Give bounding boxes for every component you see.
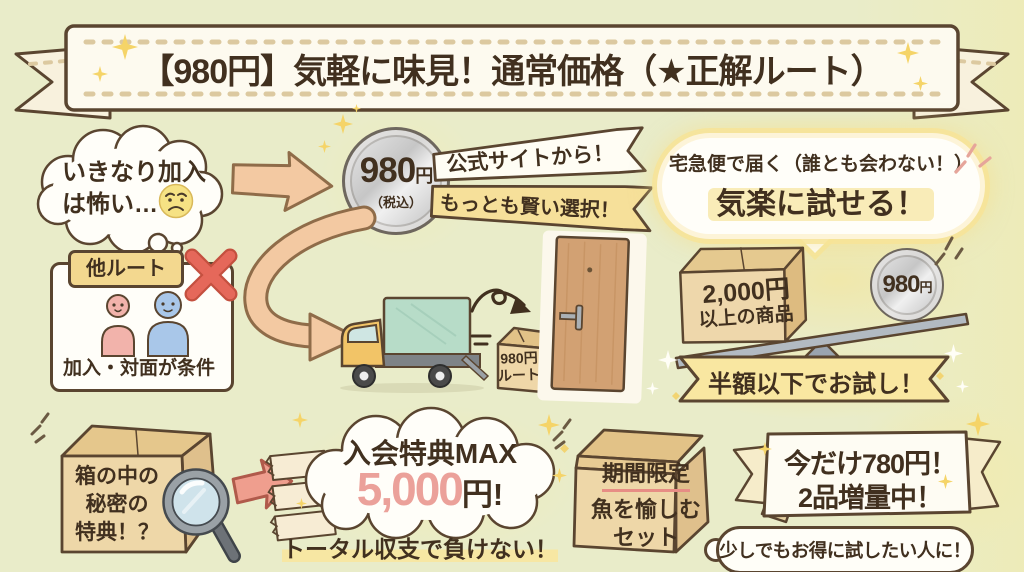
accent-dashes-icon [552,418,572,450]
bonus-title: 入会特典MAX [342,438,518,469]
promo-ribbon [732,430,1002,524]
bonus-note-text: トータル収支で負けない！ [282,536,558,562]
sparkle-diamond-icon [936,372,944,380]
secret-box-line1: 箱の中の [75,465,159,488]
note-bubble: 少しでもお得に試したい人に！ [716,526,974,572]
bonus-amount-unit: 円! [461,477,504,512]
delivery-bubble: 宅急便で届く（誰とも会わない！） 気楽に試せる！ [662,138,980,234]
half-price-text: 半額以下でお試し！ [708,371,924,398]
limited-box-line1: 期間限定 [588,456,704,492]
accent-dashes-icon [954,143,992,174]
bonus-note: トータル収支で負けない！ [282,530,558,564]
page-title: 【980円】気軽に味見！通常価格（★正解ルート） [140,53,884,91]
secret-box-icon [60,424,218,554]
other-route-tag-text: 他ルート [86,258,166,280]
delivery-line2: 気楽に試せる！ [708,179,934,223]
thought-line2: は怖い… [62,191,158,218]
delivery-line2-text: 気楽に試せる！ [708,188,934,221]
coin-amount: 980 [359,151,416,190]
sparkle-star-icon [296,498,307,509]
truck-icon [340,296,490,393]
half-price-ribbon [678,355,950,403]
other-route-condition: 加入・対面が条件 [62,358,215,379]
bonus-amount: 5,000 [356,463,464,515]
label-official-site: 公式サイトから！ [431,126,649,187]
secret-box-line2: 秘密の [85,493,149,516]
curl-arrow-icon [470,288,531,314]
limited-box-line3: セット [612,525,679,550]
limited-box-line2: 魚を愉しむ [590,497,701,522]
title-ribbon [14,24,1010,120]
parcel-label-line2: ルート [497,366,541,384]
person-icons [101,291,189,357]
worried-face-icon [158,183,194,219]
sparkle-star-icon [956,380,969,393]
sparkle-diamond-icon [560,444,569,453]
magnifier-icon [162,468,241,563]
coin-tax-note: （税込） [369,195,422,210]
motion-lines-icon [470,334,492,346]
balance-coin-unit: 円 [919,280,933,295]
sparkle-star-icon [352,104,361,113]
delivery-line1: 宅急便で届く（誰とも会わない！） [668,154,973,175]
balance-coin-amount: 980 [882,271,920,298]
secret-box-line3: 特典！？ [75,521,159,544]
accent-dashes-icon [30,412,50,444]
curved-arrow-icon [243,205,377,362]
limited-box-line1-text: 期間限定 [601,456,690,492]
arrow-right-icon [230,151,334,212]
door-icon [537,230,647,404]
coin-unit: 円 [415,166,433,186]
accent-dashes-icon [934,236,964,266]
other-route-tag: 他ルート [68,250,184,288]
promo-line2: 2品増量中！ [797,483,943,513]
bonus-amount-line: 5,000円! [318,462,542,516]
label-wise-choice: もっとも賢い選択！ [429,176,655,233]
bonus-cloud-bubble [304,406,556,540]
note-bubble-text: 少しでもお得に試したい人に！ [719,540,971,561]
promo-line1: 今だけ780円！ [783,449,957,479]
sparkle-diamond-icon [672,392,680,400]
cardboard-box-icon [679,246,808,344]
thought-line1: いきなり加入 [62,159,206,186]
x-mark-icon [184,248,238,302]
sparkle-star-icon [318,140,331,153]
